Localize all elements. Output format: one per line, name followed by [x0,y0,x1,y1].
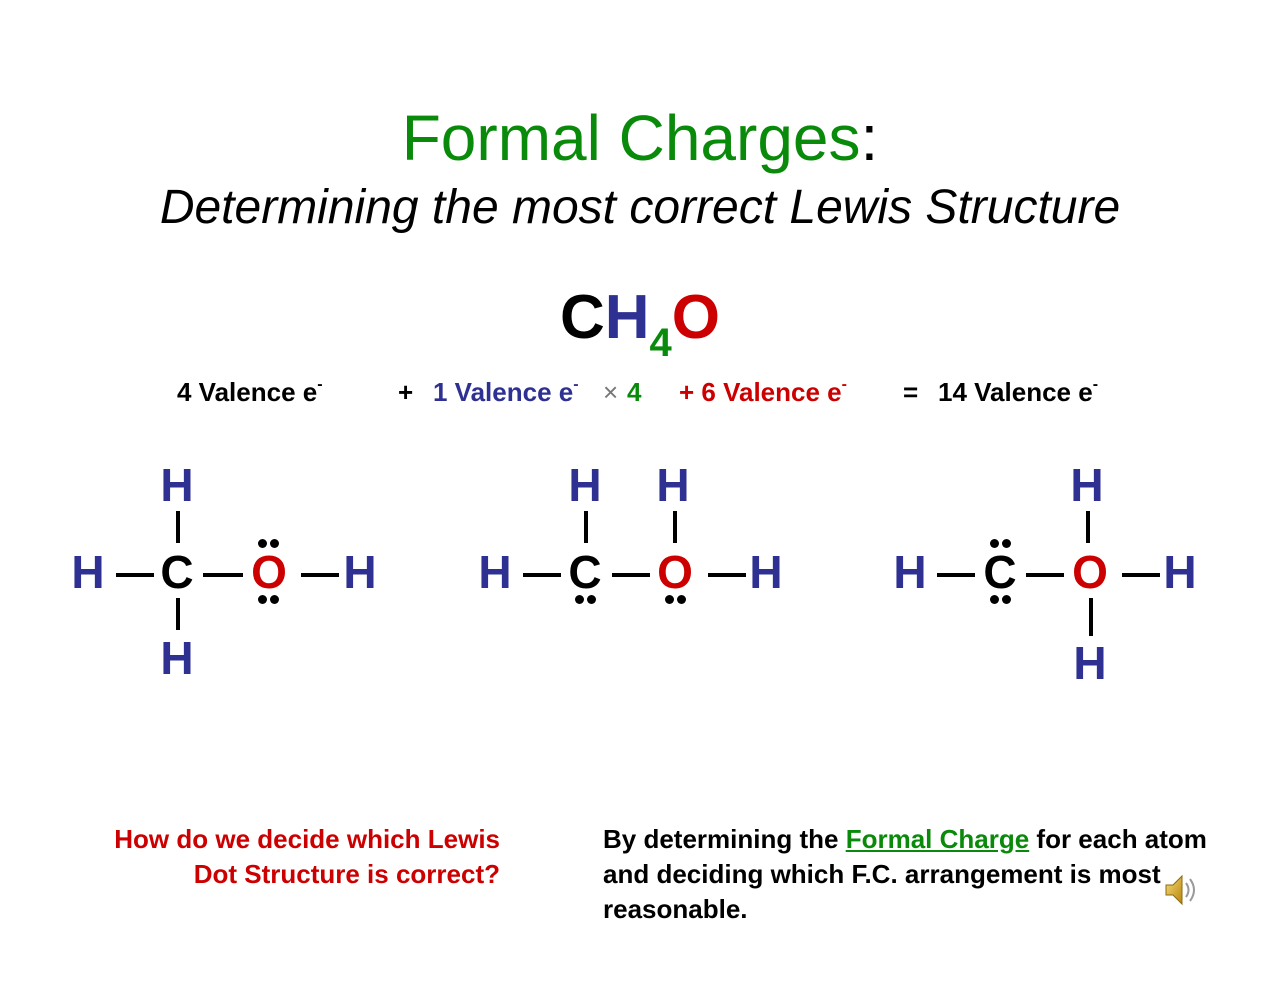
lone-pair-dot [258,595,267,604]
lone-pair-dot [258,539,267,548]
lone-pair-dot [270,539,279,548]
valence-plus: + [398,377,414,407]
formula-hydrogen: H [604,283,650,352]
atom-h-left: H [71,546,105,598]
formula-carbon: C [559,283,605,352]
bond-o-h-top [673,511,677,543]
atom-h-left: H [893,546,927,598]
valence-total: 14 Valence e- [938,376,1099,407]
atom-h-right: H [343,546,377,598]
atom-o: O [251,546,287,598]
bond-o-h-top [1086,511,1090,543]
slide-title: Formal Charges: [0,100,1280,176]
lone-pair-dot [990,595,999,604]
lone-pair-dot [1002,595,1011,604]
bond-c-o [203,573,243,577]
valence-oxygen: + 6 Valence e- [679,376,847,407]
lone-pair-dot [270,595,279,604]
question-text: How do we decide which Lewis Dot Structu… [114,824,500,889]
valence-times: × [603,377,619,407]
bond-o-h-bottom [1089,598,1093,636]
atom-h-top-o: H [656,459,690,511]
lone-pair-dot [587,595,596,604]
atom-c: C [568,546,602,598]
bond-o-h [708,573,746,577]
bond-c-h-top [176,511,180,543]
title-text: Formal Charges [401,102,861,174]
speaker-icon[interactable] [1162,870,1202,910]
bond-o-h [301,573,339,577]
bond-h-c [937,573,975,577]
answer-after: for each atom and deciding which F.C. ar… [603,824,1207,924]
bond-c-h-top [584,511,588,543]
atom-h-bottom: H [160,632,194,684]
valence-hydrogen: 1 Valence e- [433,376,579,407]
answer-before: By determining the [603,824,846,854]
formula-oxygen: O [671,283,721,352]
atom-c: C [983,546,1017,598]
atom-h-top-c: H [568,459,602,511]
title-colon: : [860,102,879,174]
answer-text: By determining the Formal Charge for eac… [603,822,1223,927]
formula-subscript: 4 [649,321,672,365]
atom-h-top: H [160,459,194,511]
atom-h-left: H [478,546,512,598]
lone-pair-dot [677,595,686,604]
atom-o: O [1072,546,1108,598]
lone-pair-dot [665,595,674,604]
bond-h-c [116,573,154,577]
molecular-formula: CH4O [0,280,1280,365]
bond-h-c [523,573,561,577]
atom-h-right: H [1163,546,1197,598]
bond-c-h-bottom [176,598,180,630]
valence-carbon: 4 Valence e- [177,376,323,407]
bond-c-o [612,573,650,577]
bond-o-h [1122,573,1160,577]
lone-pair-dot [1002,539,1011,548]
lone-pair-dot [575,595,584,604]
valence-four: 4 [627,377,642,407]
formal-charge-link[interactable]: Formal Charge [845,824,1030,854]
bond-c-o [1026,573,1064,577]
valence-equals: = [903,377,919,407]
slide-subtitle: Determining the most correct Lewis Struc… [159,181,1121,234]
atom-h-right: H [749,546,783,598]
atom-h-top-o: H [1070,459,1104,511]
atom-o: O [657,546,693,598]
atom-h-bottom: H [1073,637,1107,689]
lone-pair-dot [990,539,999,548]
atom-c: C [160,546,194,598]
